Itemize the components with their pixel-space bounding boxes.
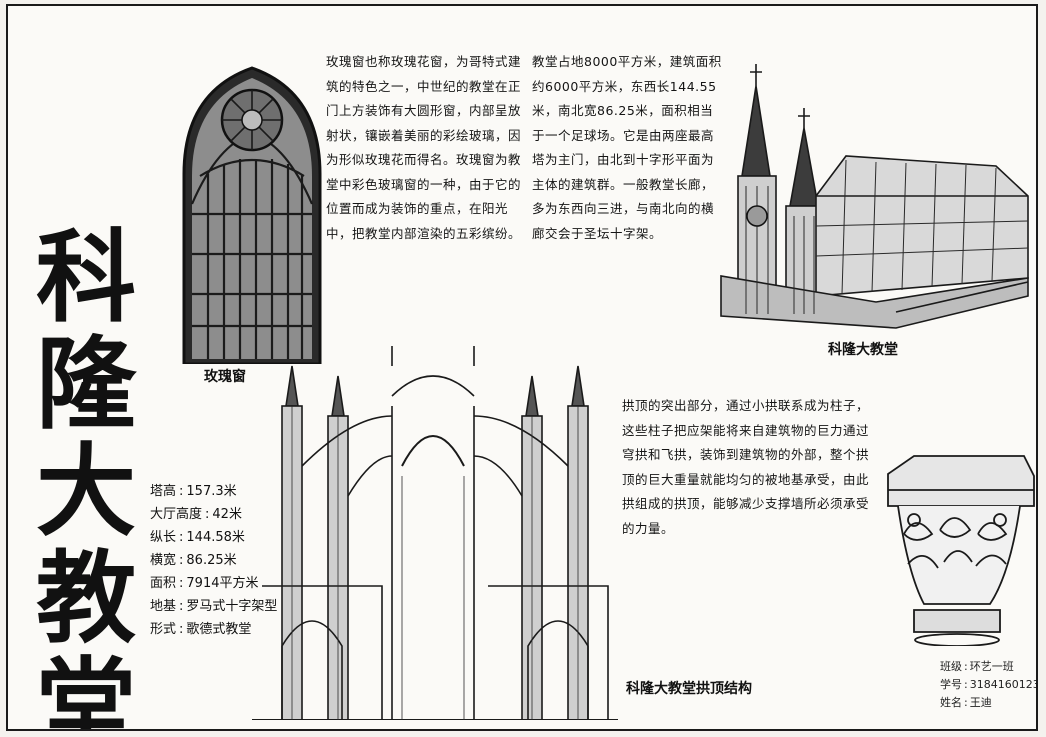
stat-value: 42米 <box>212 507 242 522</box>
info-value: 环艺一班 <box>969 660 1014 673</box>
poster-title: 科 隆 大 教 堂 <box>26 219 146 731</box>
rose-window-caption: 玫瑰窗 <box>204 369 246 385</box>
stat-row: 纵长:144.58米 <box>150 526 277 549</box>
cathedral-caption: 科隆大教堂 <box>828 342 898 358</box>
rose-window-illustration <box>182 66 322 364</box>
stat-row: 面积:7914平方米 <box>150 572 277 595</box>
info-separator: : <box>964 696 968 709</box>
stat-separator: : <box>179 622 184 637</box>
cathedral-exterior-illustration <box>720 64 1029 329</box>
title-char: 科 <box>36 219 136 336</box>
stat-row: 地基:罗马式十字架型 <box>150 595 277 618</box>
info-row: 班级:环艺一班 <box>940 658 1036 676</box>
stat-label: 大厅高度 <box>150 507 203 522</box>
stat-separator: : <box>179 576 184 591</box>
cathedral-area-description: 教堂占地8000平方米，建筑面积约6000平方米，东西长144.55米，南北宽8… <box>532 54 722 241</box>
info-value: 王迪 <box>969 696 992 709</box>
title-char: 堂 <box>36 647 136 731</box>
column-capital-illustration <box>887 455 1035 646</box>
info-row: 学号:3184160123 <box>940 676 1038 694</box>
info-separator: : <box>964 678 968 691</box>
stat-separator: : <box>205 507 210 522</box>
stat-separator: : <box>179 530 184 545</box>
stat-value: 歌德式教堂 <box>186 622 252 637</box>
info-value: 3184160123 <box>969 678 1038 691</box>
stat-separator: : <box>179 484 184 499</box>
info-separator: : <box>964 660 968 673</box>
title-char: 教 <box>36 540 136 657</box>
stat-value: 86.25米 <box>186 553 237 568</box>
stat-row: 塔高:157.3米 <box>150 480 277 503</box>
stat-value: 144.58米 <box>186 530 245 545</box>
stat-label: 横宽 <box>150 553 177 568</box>
stat-label: 塔高 <box>150 484 177 499</box>
stat-value: 罗马式十字架型 <box>186 599 278 614</box>
stat-row: 大厅高度:42米 <box>150 503 277 526</box>
vault-caption: 科隆大教堂拱顶结构 <box>626 681 752 697</box>
stat-label: 面积 <box>150 576 177 591</box>
stat-label: 形式 <box>150 622 177 637</box>
stat-row: 形式:歌德式教堂 <box>150 618 277 641</box>
vault-structure-illustration <box>252 346 618 720</box>
stat-label: 地基 <box>150 599 177 614</box>
stat-row: 横宽:86.25米 <box>150 549 277 572</box>
poster-sheet: 科 隆 大 教 堂 <box>6 4 1038 731</box>
stat-separator: : <box>179 599 184 614</box>
vault-description: 拱顶的突出部分，通过小拱联系成为柱子，这些柱子把应架能将来自建筑物的巨力通过穹拱… <box>622 398 870 536</box>
title-char: 大 <box>36 433 136 550</box>
info-label: 班级 <box>940 660 962 673</box>
rose-window-description: 玫瑰窗也称玫瑰花窗，为哥特式建筑的特色之一，中世纪的教堂在正门上方装饰有大圆形窗… <box>326 54 522 241</box>
stat-value: 7914平方米 <box>186 576 259 591</box>
info-label: 学号 <box>940 678 962 691</box>
info-label: 姓名 <box>940 696 962 709</box>
info-row: 姓名:王迪 <box>940 694 1036 712</box>
student-info: 班级:环艺一班 学号:3184160123 姓名:王迪 <box>940 658 1038 712</box>
title-char: 隆 <box>36 326 136 443</box>
cathedral-stats: 塔高:157.3米 大厅高度:42米 纵长:144.58米 横宽:86.25米 … <box>150 480 277 641</box>
stat-value: 157.3米 <box>186 484 237 499</box>
stat-separator: : <box>179 553 184 568</box>
stat-label: 纵长 <box>150 530 177 545</box>
